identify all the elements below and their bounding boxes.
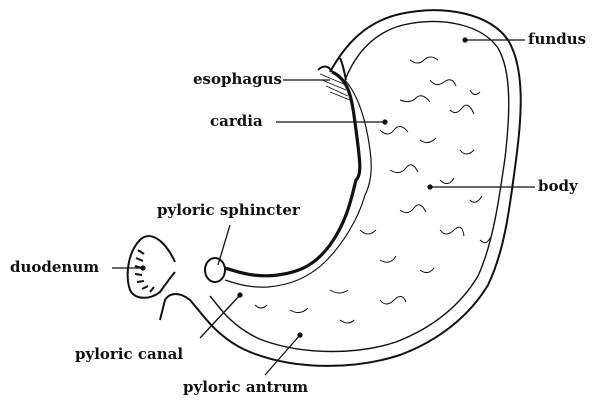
label-cardia: cardia: [210, 114, 263, 129]
label-esophagus: esophagus: [193, 72, 282, 87]
label-pyloric-sphincter: pyloric sphincter: [157, 203, 300, 218]
label-fundus: fundus: [528, 32, 586, 47]
stomach-outer-wall: [160, 10, 521, 366]
leader-pyloric-antrum: [265, 335, 300, 375]
leader-pyloric-sphincter: [218, 225, 230, 265]
label-duodenum: duodenum: [10, 260, 99, 275]
label-pyloric-antrum: pyloric antrum: [183, 380, 308, 395]
pyloric-sphincter-ring: [205, 258, 225, 282]
label-body: body: [538, 179, 578, 194]
label-pyloric-canal: pyloric canal: [75, 347, 183, 362]
leader-pyloric-canal: [200, 295, 240, 338]
duodenum-folds: [135, 250, 154, 292]
